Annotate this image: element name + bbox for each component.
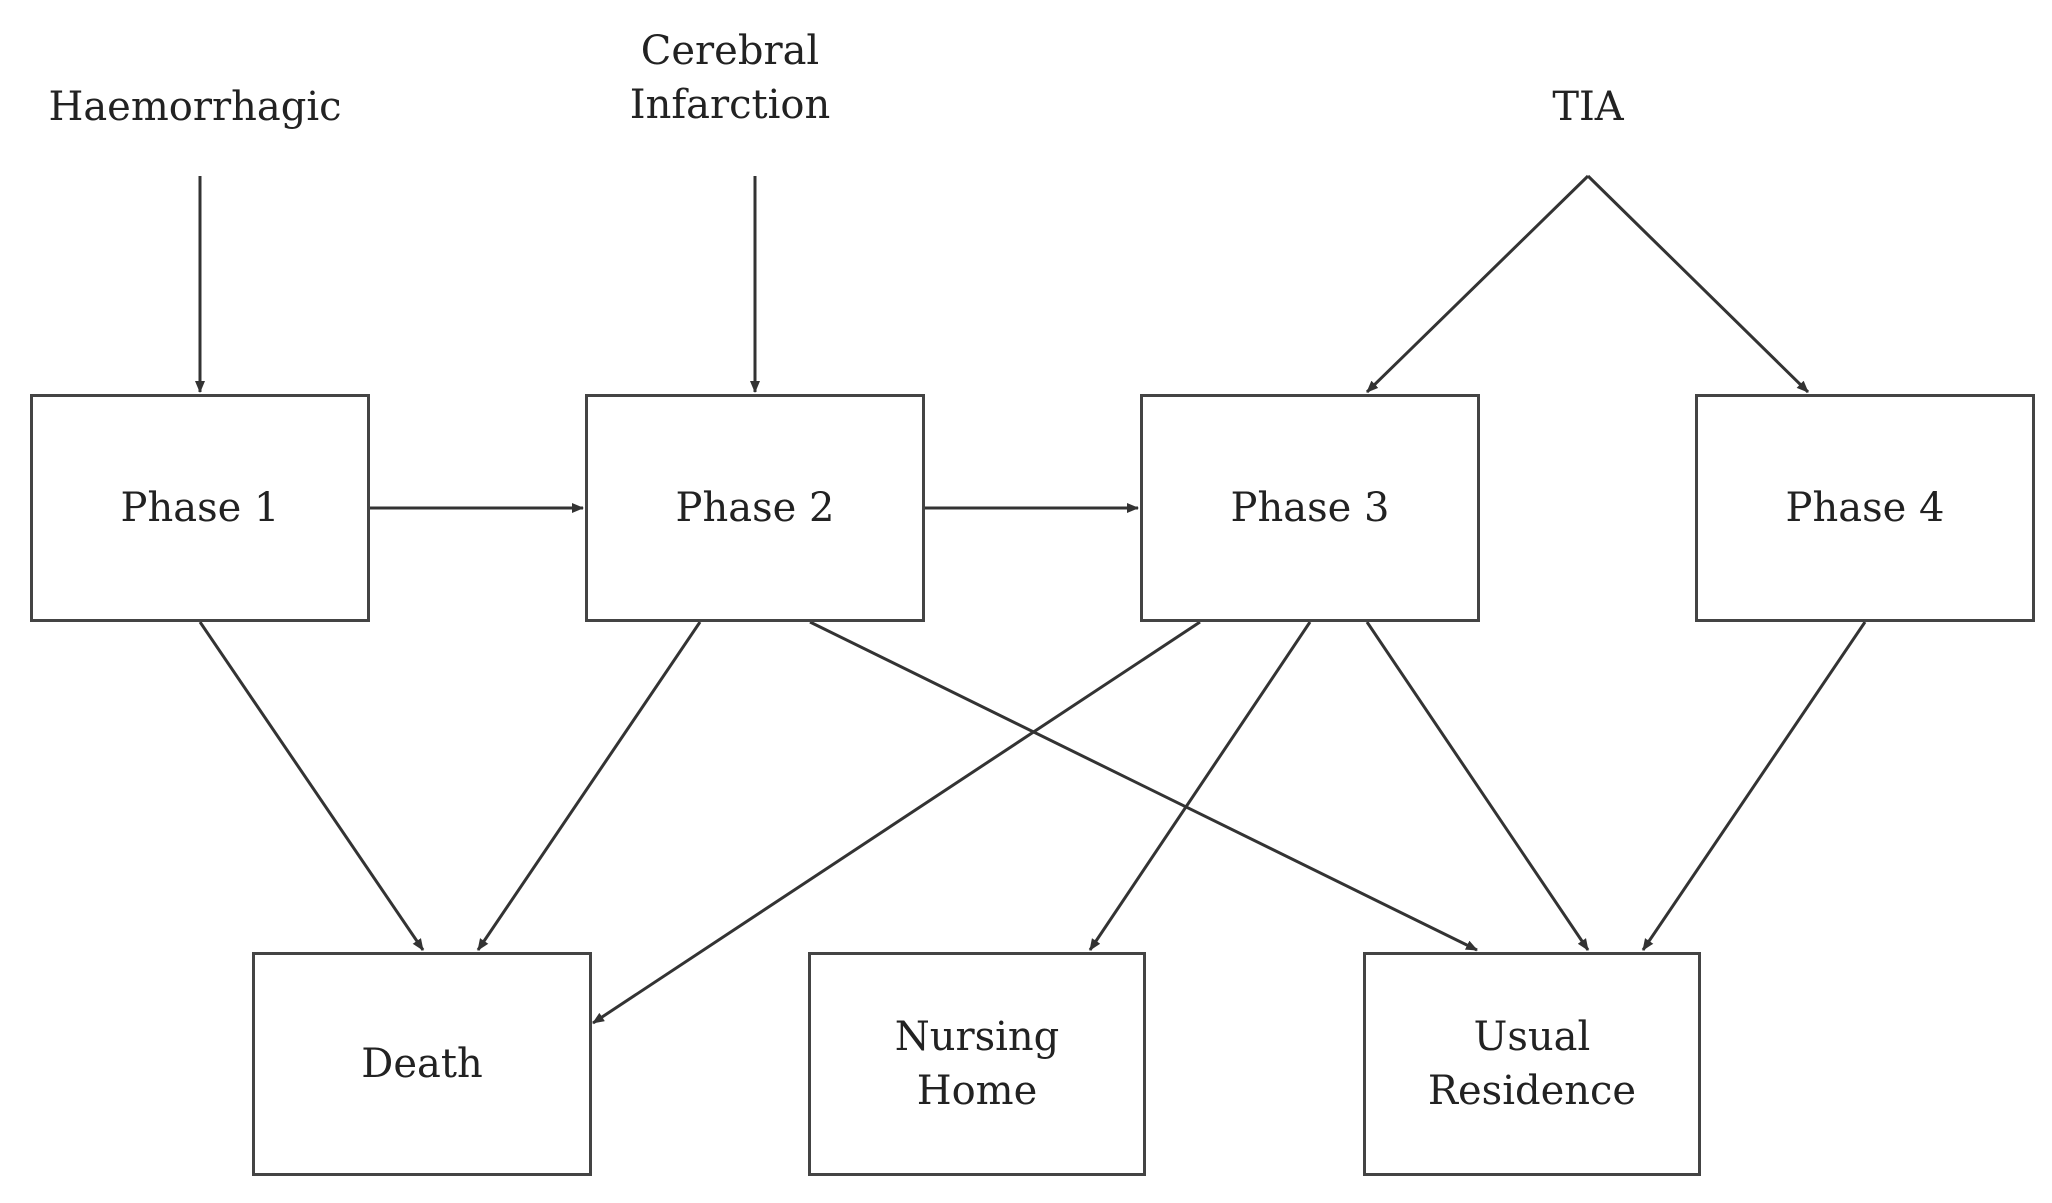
arrow-tia-to-phase3 [1365,174,1590,394]
phase-1-box: Phase 1 [30,394,370,622]
source-tia-label: TIA [1552,84,1624,130]
phase-4-box: Phase 4 [1695,394,2035,622]
nursing-home-label: Nursing Home [895,1010,1060,1118]
usual-residence-line2: Residence [1427,1068,1637,1114]
arrow-phase4-to-usual-residence [1641,621,1867,951]
source-cerebral-infarction-label: Cerebral Infarction [580,24,880,132]
phase-4-label: Phase 4 [1785,485,1945,531]
source-cerebral-line2: Infarction [629,82,831,128]
nursing-home-line2: Home [916,1068,1038,1114]
usual-residence-label: Usual Residence [1428,1010,1636,1118]
usual-residence-line1: Usual [1473,1014,1591,1060]
phase-3-box: Phase 3 [1140,394,1480,622]
phase-2-box: Phase 2 [585,394,925,622]
arrow-phase3-to-death [592,620,1201,1025]
arrow-phase1-to-death [198,621,425,951]
arrow-tia-to-phase4 [1586,174,1810,394]
arrow-phase2-to-usual-residence [809,620,1478,952]
death-label: Death [361,1041,483,1087]
nursing-home-line1: Nursing [894,1014,1060,1060]
source-cerebral-line1: Cerebral [640,28,820,74]
arrow-phase3-to-nursing-home [1088,621,1312,951]
death-box: Death [252,952,592,1176]
phase-3-label: Phase 3 [1230,485,1390,531]
source-haemorrhagic-label: Haemorrhagic [48,84,342,130]
arrow-phase2-to-death [476,621,702,951]
phase-2-label: Phase 2 [675,485,835,531]
usual-residence-box: Usual Residence [1363,952,1701,1176]
arrow-phase3-to-usual-residence [1365,621,1590,951]
phase-1-label: Phase 1 [120,485,280,531]
nursing-home-box: Nursing Home [808,952,1146,1176]
